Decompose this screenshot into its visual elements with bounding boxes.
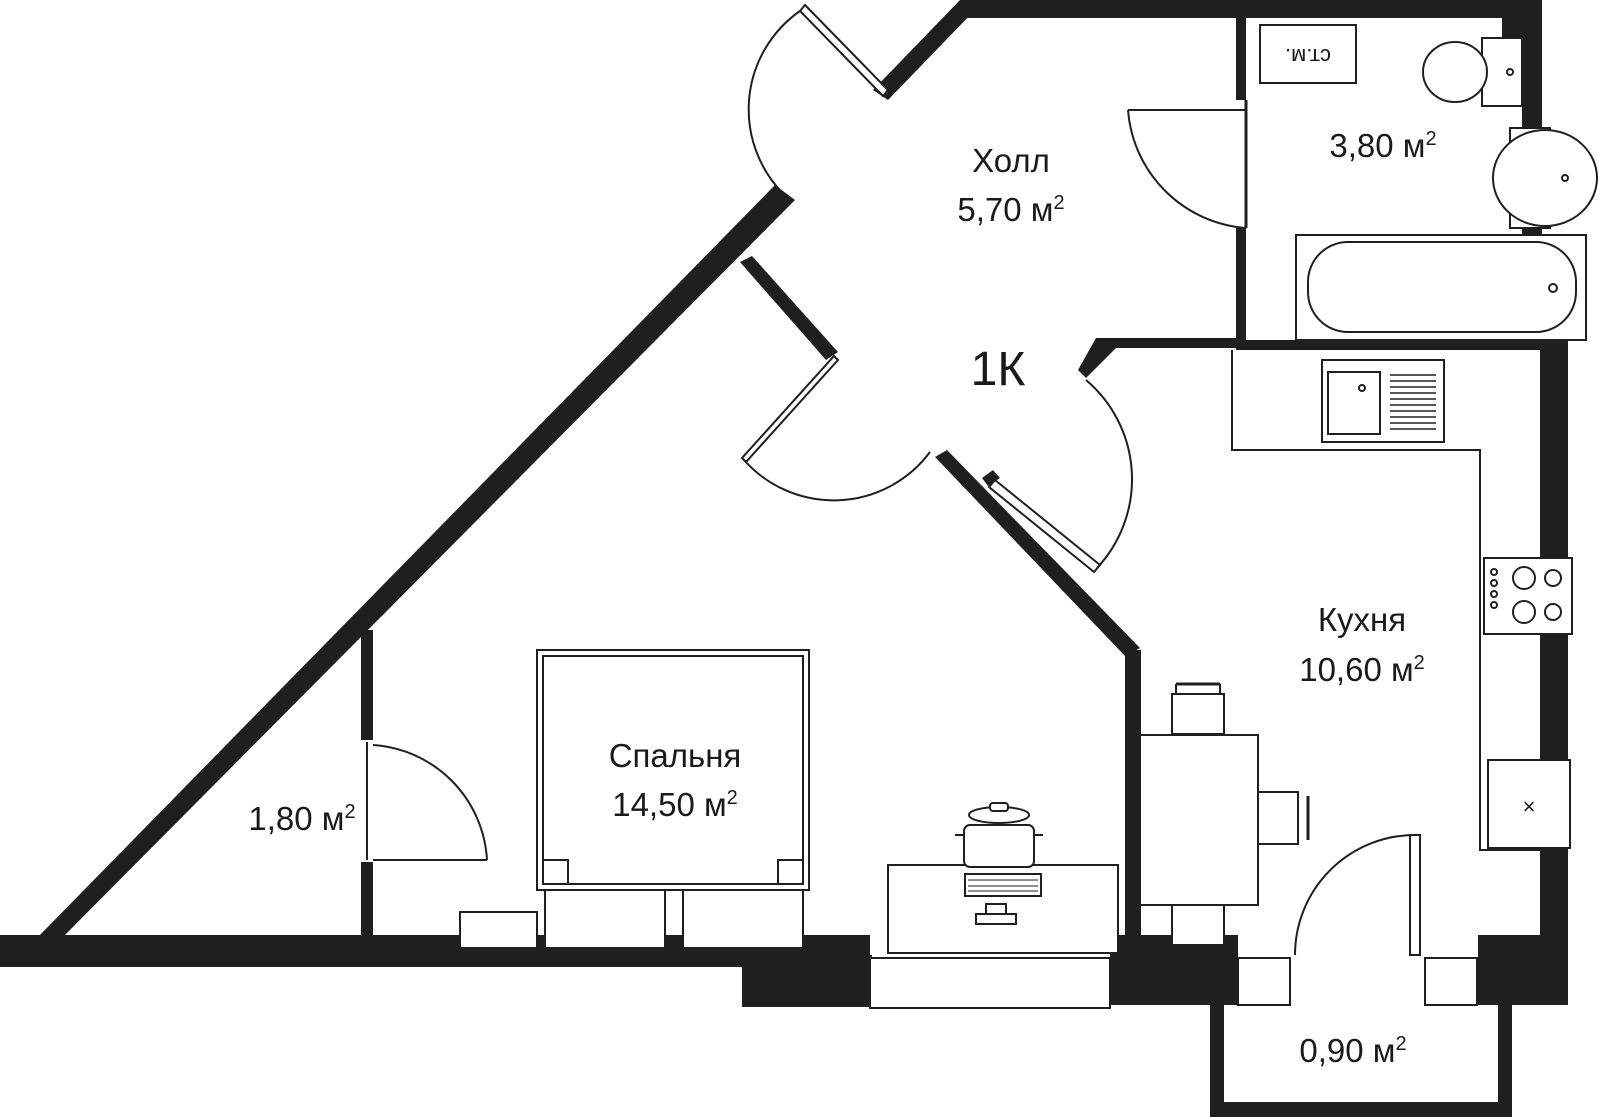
wall-balcony-right bbox=[1498, 1000, 1512, 1117]
wall-bottom-block bbox=[742, 955, 872, 1007]
wall-bath-hall bbox=[1236, 18, 1246, 100]
storage-area-sup: 2 bbox=[344, 801, 355, 823]
bedroom-fixtures bbox=[459, 649, 1478, 1009]
balcony-area-value: 0,90 м bbox=[1299, 1032, 1395, 1069]
washer-label: ст.м. bbox=[1285, 44, 1331, 69]
wall-storage-top bbox=[361, 630, 373, 740]
kitchen-area-value: 10,60 м bbox=[1299, 651, 1413, 688]
balcony-area-sup: 2 bbox=[1395, 1033, 1406, 1055]
balcony-door bbox=[1294, 834, 1421, 956]
wall-bedroom-diagonal bbox=[35, 185, 795, 940]
dresser bbox=[459, 911, 538, 949]
washer-box bbox=[1259, 24, 1357, 84]
stove-icon bbox=[1483, 557, 1573, 635]
kitchen-name: Кухня bbox=[1318, 601, 1406, 638]
kitchen-door bbox=[987, 379, 1133, 574]
wall-balcony-bottom bbox=[1210, 1102, 1512, 1117]
wall-bedroom-hall bbox=[740, 256, 838, 360]
kitchen-fixtures: × bbox=[1139, 350, 1573, 957]
wall-bottom-mid bbox=[1110, 935, 1238, 1005]
desk-icon bbox=[887, 864, 1119, 954]
wall-hall-kitchen bbox=[1078, 338, 1246, 378]
toilet-icon bbox=[1422, 37, 1523, 107]
hall-area-value: 5,70 м bbox=[957, 191, 1053, 228]
wall-kitchen-stub bbox=[982, 470, 1000, 486]
bedroom-area: 14,50 м2 bbox=[612, 786, 738, 823]
storage-door bbox=[366, 742, 488, 861]
kitchen-counter bbox=[1231, 350, 1540, 851]
doors bbox=[366, 3, 1421, 956]
kitchen-area: 10,60 м2 bbox=[1299, 651, 1425, 688]
wall-bath-top bbox=[960, 0, 1528, 18]
balcony-window-right bbox=[1424, 957, 1478, 1006]
bathroom-area-value: 3,80 м bbox=[1329, 127, 1425, 164]
fridge-mark: × bbox=[1523, 794, 1536, 819]
storage-area-value: 1,80 м bbox=[248, 800, 344, 837]
hall-name: Холл bbox=[972, 142, 1050, 179]
fridge-icon: × bbox=[1487, 759, 1571, 849]
storage-area: 1,80 м2 bbox=[248, 800, 355, 837]
bathtub-icon bbox=[1295, 234, 1587, 341]
bathroom-area-sup: 2 bbox=[1425, 128, 1436, 150]
bedroom-door bbox=[740, 354, 931, 502]
wall-bedroom-kitchen-vertical bbox=[1125, 650, 1141, 942]
dining-table-icon bbox=[1139, 682, 1310, 957]
room-labels: 1К Холл 5,70 м2 3,80 м2 Кухня 10,60 м2 С… bbox=[248, 127, 1436, 1069]
bedroom-area-value: 14,50 м bbox=[612, 786, 726, 823]
pot-icon bbox=[955, 802, 1043, 868]
unit-type-label: 1К bbox=[971, 343, 1026, 396]
balcony-area: 0,90 м2 bbox=[1299, 1032, 1406, 1069]
wall-storage-bottom bbox=[361, 862, 373, 942]
wall-hall-angled-top bbox=[873, 0, 975, 100]
sink-icon bbox=[1492, 127, 1598, 229]
wall-bath-hall-lower bbox=[1236, 228, 1246, 348]
entrance-door bbox=[747, 3, 890, 201]
wall-bottom-right bbox=[1478, 935, 1568, 1005]
drawer-right bbox=[682, 889, 804, 949]
bathroom-door bbox=[1127, 100, 1248, 229]
hall-area-sup: 2 bbox=[1053, 192, 1064, 214]
bedroom-name: Спальня bbox=[609, 737, 742, 774]
bathroom-fixtures: ст.м. bbox=[1259, 24, 1598, 341]
wall-bath-bottom bbox=[1236, 340, 1542, 350]
bed-icon bbox=[536, 649, 810, 891]
window-sill bbox=[869, 957, 1111, 1009]
kitchen-area-sup: 2 bbox=[1414, 652, 1425, 674]
wall-left-corner bbox=[0, 935, 35, 967]
balcony-window-left bbox=[1237, 957, 1291, 1006]
kitchen-sink-icon bbox=[1321, 359, 1445, 443]
wall-balcony-left bbox=[1210, 1000, 1224, 1117]
wall-bedroom-kitchen-angled bbox=[935, 450, 1140, 656]
wall-kitchen-right bbox=[1540, 338, 1568, 990]
bathroom-area: 3,80 м2 bbox=[1329, 127, 1436, 164]
hall-area: 5,70 м2 bbox=[957, 191, 1064, 228]
drawer-left bbox=[544, 889, 666, 949]
bedroom-area-sup: 2 bbox=[727, 787, 738, 809]
